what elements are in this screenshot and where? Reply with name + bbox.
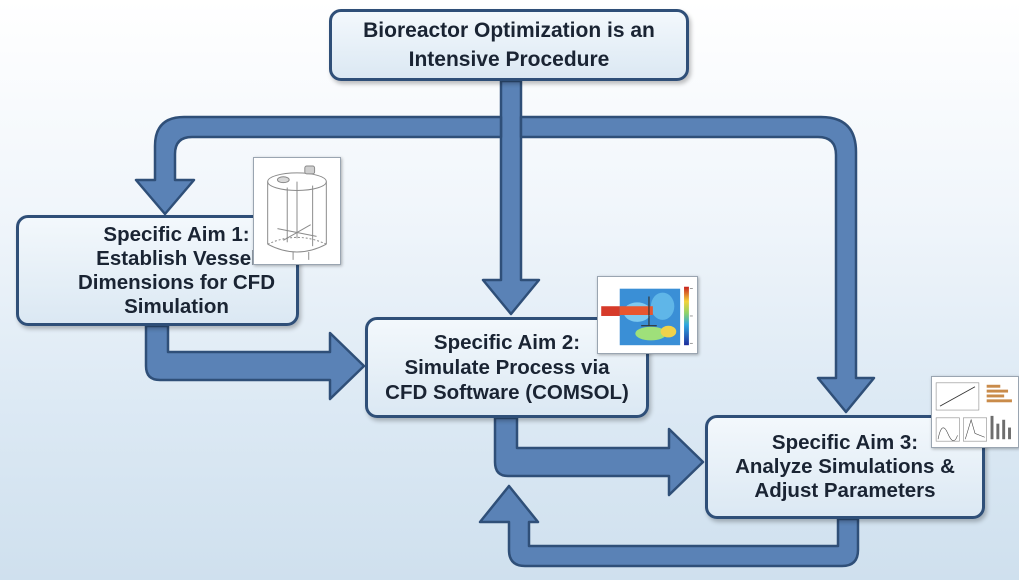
top-box-line-2: Intensive Procedure	[408, 48, 610, 71]
aim1-line-3: Dimensions for CFD	[77, 270, 276, 294]
specific-aim-1-box: Specific Aim 1: Establish Vessel Dimensi…	[16, 215, 299, 326]
aim2-line-2: Simulate Process via	[404, 356, 610, 379]
arrow-top-to-aim3	[519, 115, 876, 414]
cfd-heatmap-icon	[597, 276, 698, 354]
arrow-aim2-to-aim3	[493, 416, 705, 497]
aim3-line-3: Adjust Parameters	[754, 479, 936, 502]
top-box-line-1: Bioreactor Optimization is an	[363, 19, 655, 42]
top-box-bioreactor-optimization: Bioreactor Optimization is an Intensive …	[329, 9, 689, 81]
arrow-aim3-to-aim2	[478, 484, 860, 568]
arrow-top-to-aim2	[481, 79, 541, 316]
aim2-line-1: Specific Aim 2:	[433, 331, 581, 354]
aim1-line-4: Simulation	[124, 294, 229, 318]
bioreactor-vessel-icon	[253, 157, 341, 265]
arrow-aim1-to-aim2	[144, 324, 366, 401]
aim3-line-2: Analyze Simulations &	[735, 455, 955, 478]
aim1-line-2: Establish Vessel	[96, 246, 257, 270]
aim2-line-3: CFD Software (COMSOL)	[385, 381, 629, 404]
aim1-line-1: Specific Aim 1:	[103, 222, 250, 246]
aim3-line-1: Specific Aim 3:	[771, 431, 919, 454]
analysis-plots-icon	[931, 376, 1019, 448]
arrow-top-to-aim1	[134, 115, 503, 216]
specific-aim-2-box: Specific Aim 2: Simulate Process via CFD…	[365, 317, 649, 418]
